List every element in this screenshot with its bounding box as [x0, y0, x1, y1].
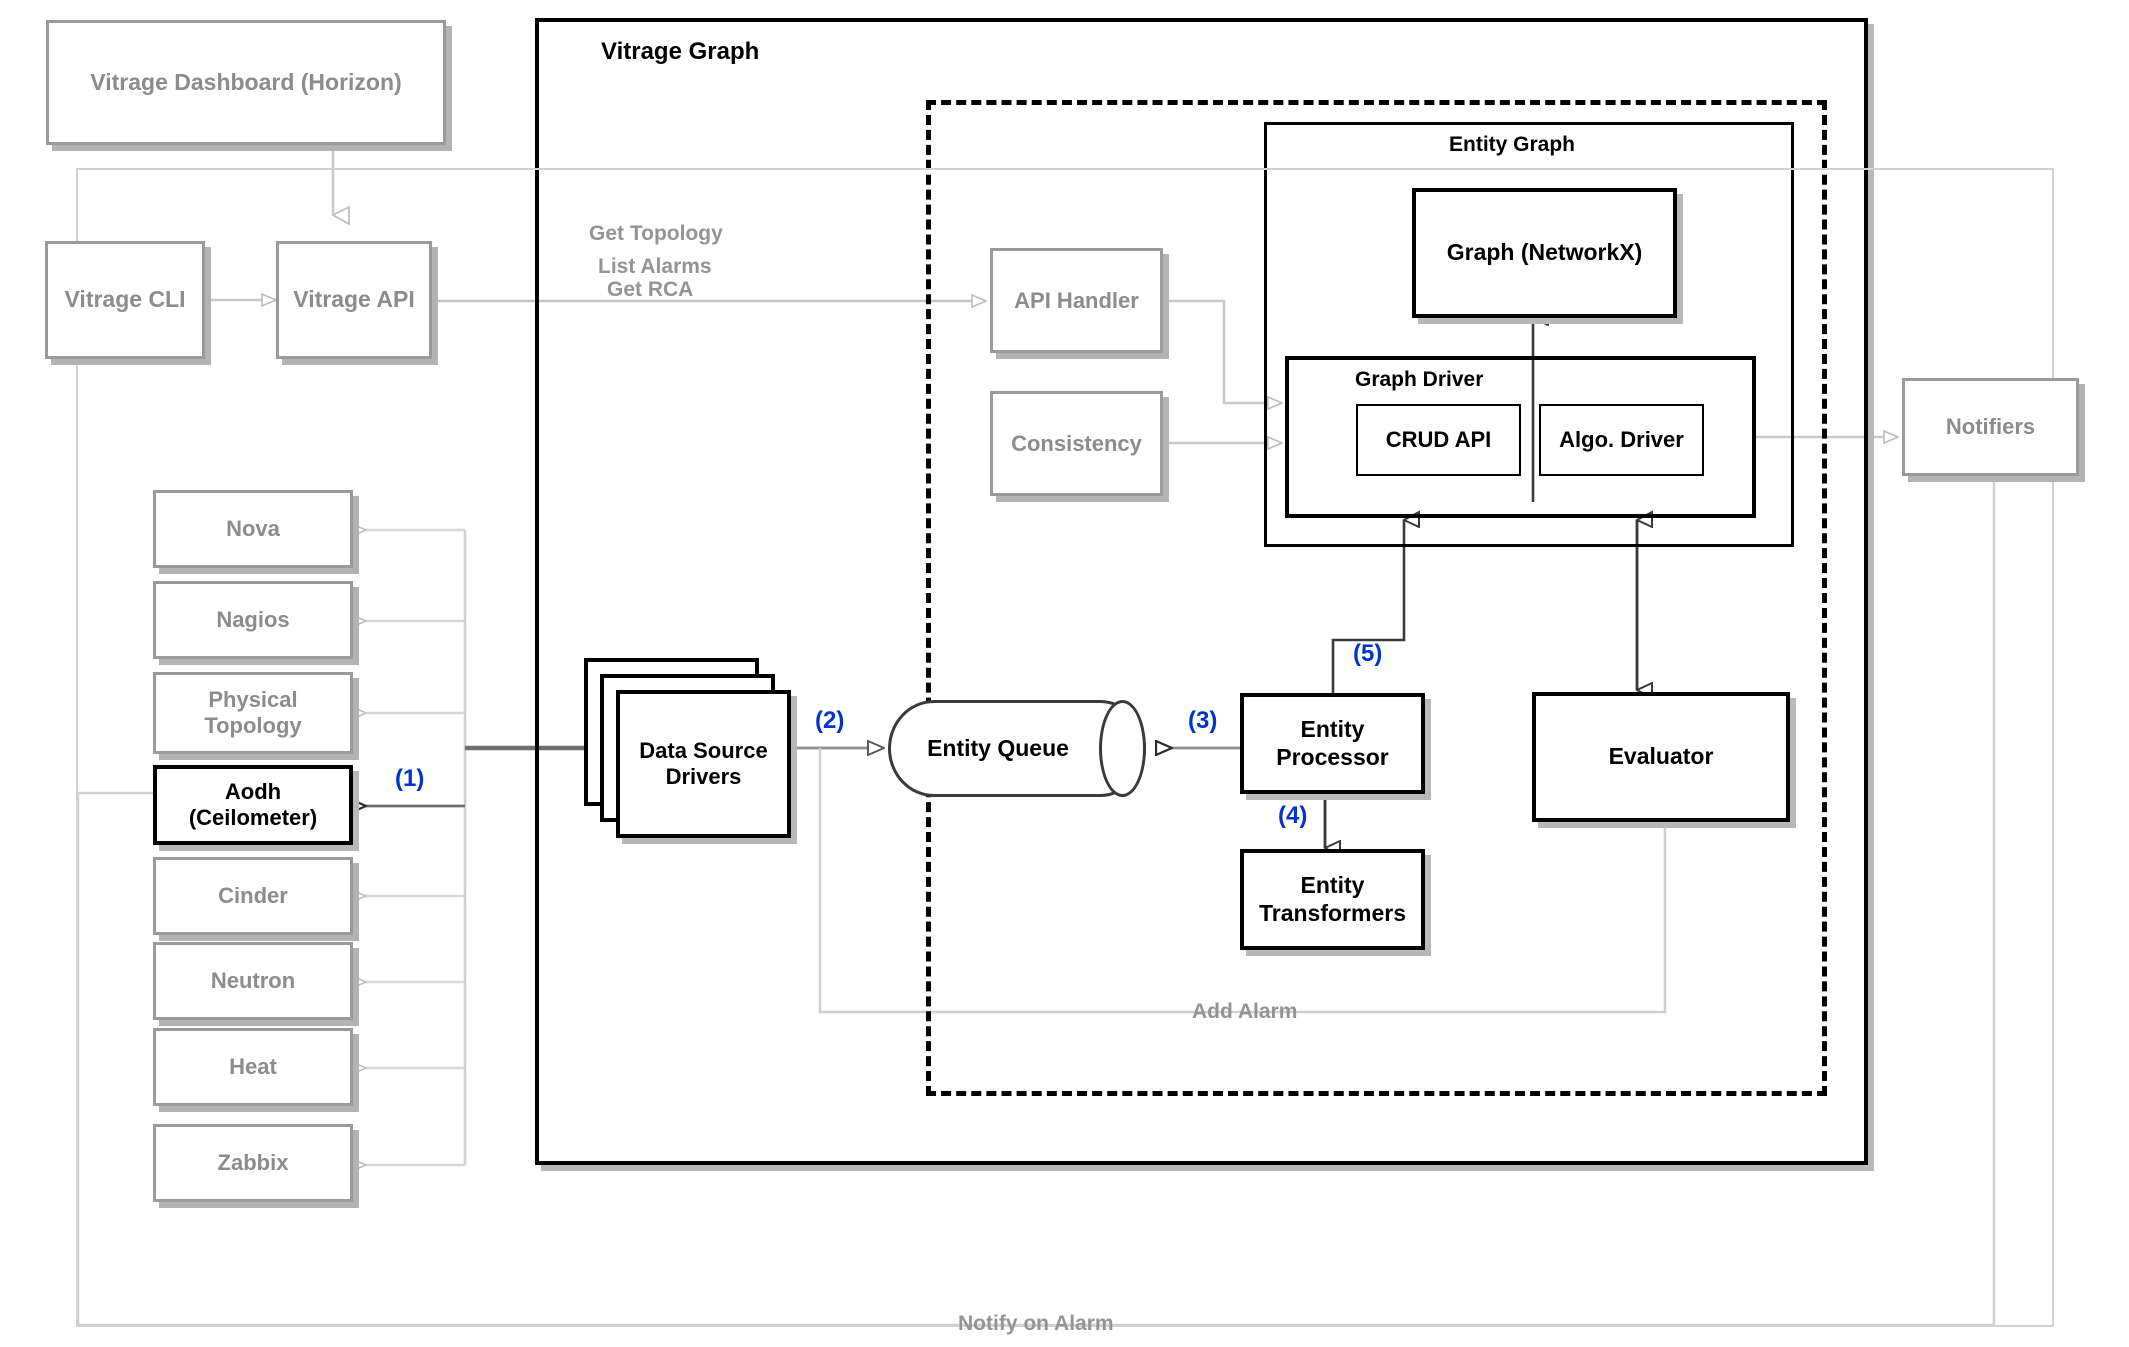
datasource-nova[interactable]: Nova [153, 490, 353, 568]
get-rca-label: Get RCA [607, 278, 694, 301]
graph-networkx-box[interactable]: Graph (NetworkX) [1412, 188, 1677, 318]
processing-zone-container [926, 100, 1827, 1096]
step-2-label: (2) [815, 707, 845, 734]
notify-on-alarm-label: Notify on Alarm [958, 1312, 1114, 1335]
entity-processor-box[interactable]: Entity Processor [1240, 693, 1425, 794]
api-handler-box[interactable]: API Handler [990, 248, 1163, 353]
step-4-label: (4) [1278, 802, 1308, 829]
step-3-label: (3) [1188, 707, 1218, 734]
datasource-zabbix[interactable]: Zabbix [153, 1124, 353, 1202]
algo-driver-box[interactable]: Algo. Driver [1539, 404, 1704, 476]
datasource-aodh-ceilometer[interactable]: Aodh (Ceilometer) [153, 765, 353, 845]
graph-driver-title: Graph Driver [1355, 368, 1484, 391]
crud-api-box[interactable]: CRUD API [1356, 404, 1521, 476]
step-5-label: (5) [1353, 640, 1383, 667]
entity-transformers-box[interactable]: Entity Transformers [1240, 849, 1425, 950]
vitrage-cli-box[interactable]: Vitrage CLI [45, 241, 205, 359]
data-source-drivers-box[interactable]: Data Source Drivers [616, 690, 791, 838]
step-1-label: (1) [395, 765, 425, 792]
get-topology-label: Get Topology [589, 222, 723, 245]
evaluator-box[interactable]: Evaluator [1532, 692, 1790, 822]
datasource-heat[interactable]: Heat [153, 1028, 353, 1106]
list-alarms-label: List Alarms [598, 255, 712, 278]
vitrage-graph-title: Vitrage Graph [601, 38, 760, 65]
add-alarm-label: Add Alarm [1192, 1000, 1298, 1023]
graph-driver-container [1285, 356, 1756, 518]
entity-queue-cap [1099, 700, 1146, 797]
consistency-box[interactable]: Consistency [990, 391, 1163, 496]
datasource-nagios[interactable]: Nagios [153, 581, 353, 659]
vitrage-api-box[interactable]: Vitrage API [276, 241, 432, 359]
notify-outer-container [76, 168, 2054, 1327]
notifiers-box[interactable]: Notifiers [1902, 378, 2079, 476]
datasource-cinder[interactable]: Cinder [153, 857, 353, 935]
entity-graph-title: Entity Graph [1449, 133, 1576, 156]
datasource-neutron[interactable]: Neutron [153, 942, 353, 1020]
vitrage-graph-container [535, 18, 1868, 1165]
datasource-physical-topology[interactable]: Physical Topology [153, 672, 353, 754]
entity-queue-label: Entity Queue [927, 735, 1069, 761]
vitrage-dashboard-box[interactable]: Vitrage Dashboard (Horizon) [46, 20, 446, 145]
entity-graph-container [1264, 122, 1794, 547]
